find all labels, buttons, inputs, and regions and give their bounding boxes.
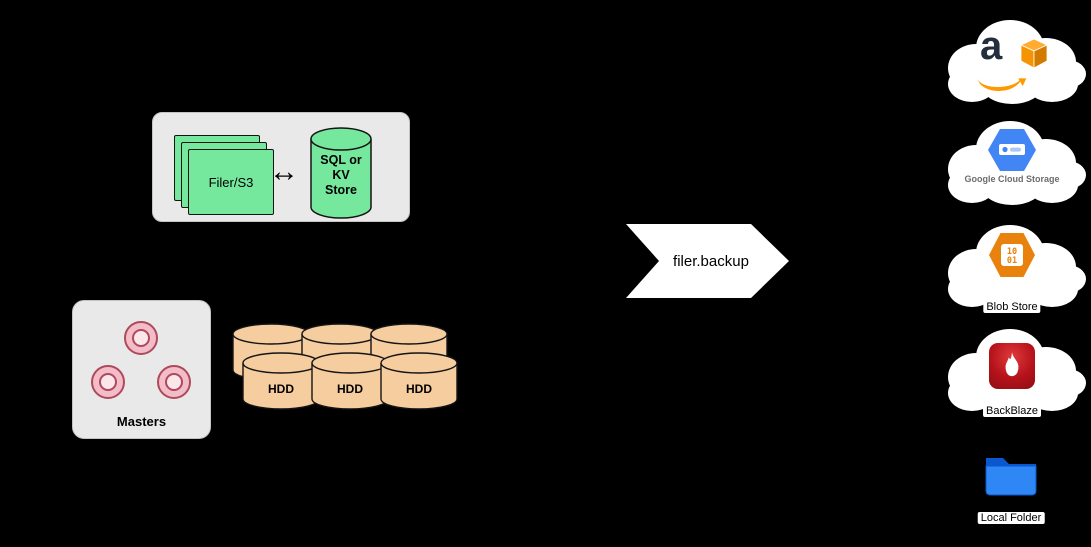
hdd-label: HDD: [268, 382, 294, 396]
flame-icon: [1005, 352, 1019, 377]
aws-box-icon: [1020, 38, 1048, 69]
amazon-smile-arrow-tip: [1018, 74, 1029, 87]
hdd-label: HDD: [337, 382, 363, 396]
backblaze-icon: [989, 343, 1035, 389]
amazon-smile-icon: [977, 72, 1023, 93]
sql-kv-store-label: SQL or KV Store: [320, 153, 362, 197]
blob-store-label: Blob Store: [983, 301, 1041, 313]
local-folder: Local Folder: [977, 448, 1045, 528]
hdd-cylinder: HDD: [242, 352, 320, 410]
cylinder-shape: [310, 127, 372, 219]
chevron-arrow-shape: [626, 224, 789, 298]
blob-binary-bottom: 01: [1007, 256, 1017, 266]
aws-s3-cloud: a: [936, 12, 1088, 108]
filer-stack-front: Filer/S3: [188, 149, 274, 215]
filer-cluster-panel: Filer/S3 ↔ SQL or KV Store: [152, 112, 410, 222]
cloud-icon: [948, 225, 1086, 309]
blob-store-icon: 10 01: [989, 233, 1035, 277]
masters-panel: Masters: [72, 300, 211, 439]
bidirectional-arrow-icon: ↔: [269, 155, 299, 188]
backblaze-label: BackBlaze: [983, 405, 1041, 417]
local-folder-label: Local Folder: [977, 512, 1045, 524]
filer-backup-label: filer.backup: [673, 252, 749, 270]
master-node-icon: [124, 321, 158, 355]
filer-label: Filer/S3: [208, 174, 254, 190]
amazon-s3-icon: a: [972, 24, 1056, 94]
hdd-label: HDD: [406, 382, 432, 396]
backblaze-cloud: BackBlaze: [936, 321, 1088, 417]
filer-backup-arrow: filer.backup: [625, 223, 791, 299]
google-cloud-storage-cloud: Google Cloud Storage: [936, 113, 1088, 209]
google-cloud-storage-label: Google Cloud Storage: [964, 174, 1060, 184]
hdd-cylinder: HDD: [311, 352, 389, 410]
google-cloud-storage-icon: [988, 129, 1036, 171]
master-node-icon: [157, 365, 191, 399]
master-node-icon: [91, 365, 125, 399]
hdd-cylinder: HDD: [380, 352, 458, 410]
masters-label: Masters: [116, 414, 167, 429]
local-folder-icon: [985, 458, 1037, 496]
sql-kv-store-cylinder: SQL or KV Store: [310, 127, 372, 219]
blob-store-cloud: 10 01 Blob Store: [936, 217, 1088, 313]
cloud-icon: [948, 121, 1086, 205]
cloud-icon: [948, 20, 1086, 104]
blob-binary-top: 10: [1007, 247, 1017, 257]
amazon-a-letter: a: [980, 24, 1003, 68]
